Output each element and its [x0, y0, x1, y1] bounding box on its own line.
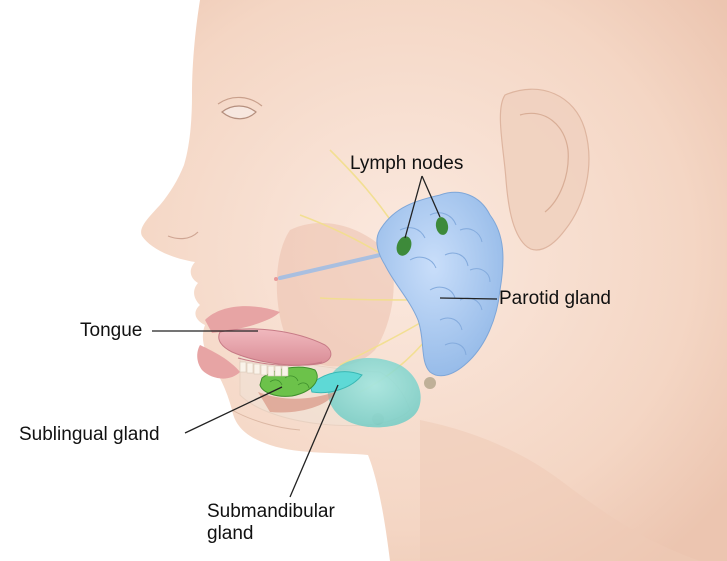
mouth [197, 306, 332, 379]
tongue-shape [218, 328, 332, 366]
label-sublingual-gland: Sublingual gland [19, 424, 160, 445]
submandibular-gland [309, 358, 421, 428]
lymph-node-2 [435, 217, 449, 235]
lymph-node-3 [424, 377, 436, 389]
label-submandibular-line1: Submandibular [207, 501, 335, 522]
lower-teeth [239, 361, 289, 377]
label-lymph-nodes: Lymph nodes [350, 153, 464, 174]
leader-sublingual [184, 386, 283, 434]
label-submandibular-gland: Submandibular gland [207, 501, 335, 545]
leader-lymph-1 [404, 175, 423, 239]
leader-lines [152, 175, 498, 498]
duct-opening [274, 277, 278, 281]
label-parotid-gland: Parotid gland [499, 288, 611, 309]
label-submandibular-line2: gland [207, 523, 254, 544]
leader-submandibular [289, 384, 339, 498]
label-tongue: Tongue [80, 320, 143, 341]
leader-lymph-2 [421, 175, 441, 218]
lymph-node-1 [396, 236, 412, 256]
parotid-duct [278, 253, 382, 280]
lower-lip [197, 345, 240, 379]
upper-lip [205, 306, 280, 333]
leader-parotid [439, 297, 498, 300]
floor-of-mouth [258, 392, 335, 413]
